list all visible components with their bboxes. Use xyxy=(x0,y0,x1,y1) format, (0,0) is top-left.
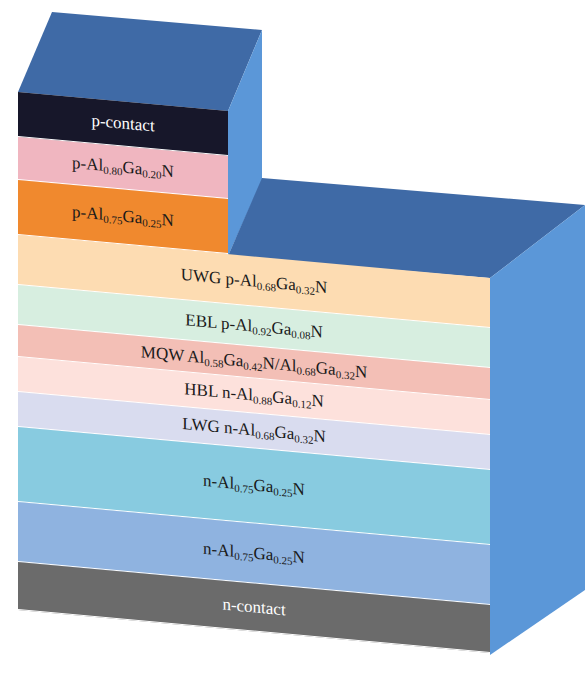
layer-label: UWG p-Al0.68Ga0.32N xyxy=(181,264,328,297)
layer-label: p-Al0.75Ga0.25N xyxy=(72,202,174,231)
layer-label: n-Al0.75Ga0.25N xyxy=(203,538,305,567)
front-faces: p-contact p-Al0.80Ga0.20N p-Al0.75Ga0.25N U… xyxy=(18,0,498,675)
layer-label: p-Al0.80Ga0.20N xyxy=(72,153,174,182)
stack-side-face xyxy=(490,205,585,655)
layer-label: n-contact xyxy=(222,594,285,620)
layer-label: EBL p-Al0.92Ga0.08N xyxy=(185,310,323,343)
layer-label: p-contact xyxy=(91,111,154,137)
layer-label: LWG n-Al0.68Ga0.32N xyxy=(182,414,325,447)
layer-label: n-Al0.75Ga0.25N xyxy=(203,471,305,500)
layer-label: HBL n-Al0.88Ga0.12N xyxy=(184,379,323,412)
